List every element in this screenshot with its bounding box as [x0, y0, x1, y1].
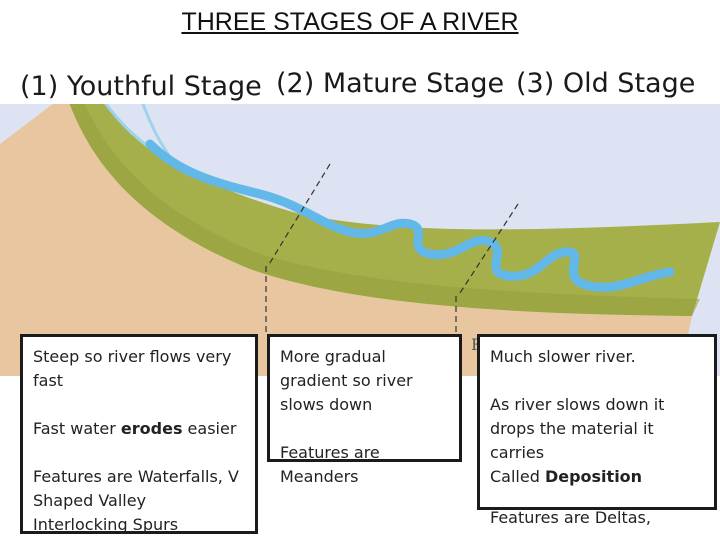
old-text-2: As river slows down it drops the materia…: [490, 395, 665, 462]
youthful-stage-box: Steep so river flows very fast Fast wate…: [20, 334, 258, 534]
old-text-1: Much slower river.: [490, 347, 636, 366]
land-surface: [69, 104, 720, 316]
stage-label-mature: (2) Mature Stage: [276, 68, 505, 99]
old-text-4: Features are Deltas,: [490, 508, 651, 527]
youthful-text-1: Steep so river flows very fast: [33, 347, 232, 390]
stage-label-youthful: (1) Youthful Stage: [20, 71, 262, 102]
river-profile-diagram: [0, 104, 720, 376]
land-cross-section: [0, 104, 692, 376]
youthful-text-3: Features are Waterfalls, V Shaped Valley…: [33, 467, 239, 534]
old-text-3: Called Deposition: [490, 467, 643, 486]
mature-text-2: Features are Meanders: [280, 443, 380, 486]
stage-label-old: (3) Old Stage: [516, 68, 696, 99]
old-stage-box: Much slower river. As river slows down i…: [477, 334, 717, 510]
mature-stage-box: More gradual gradient so river slows dow…: [267, 334, 462, 486]
page-title: THREE STAGES OF A RIVER: [181, 8, 519, 36]
mature-text-1: More gradual gradient so river slows dow…: [280, 347, 413, 414]
youthful-text-2: Fast water erodes easier: [33, 419, 237, 438]
stage-divider-2: [457, 203, 519, 297]
river: [145, 139, 675, 292]
